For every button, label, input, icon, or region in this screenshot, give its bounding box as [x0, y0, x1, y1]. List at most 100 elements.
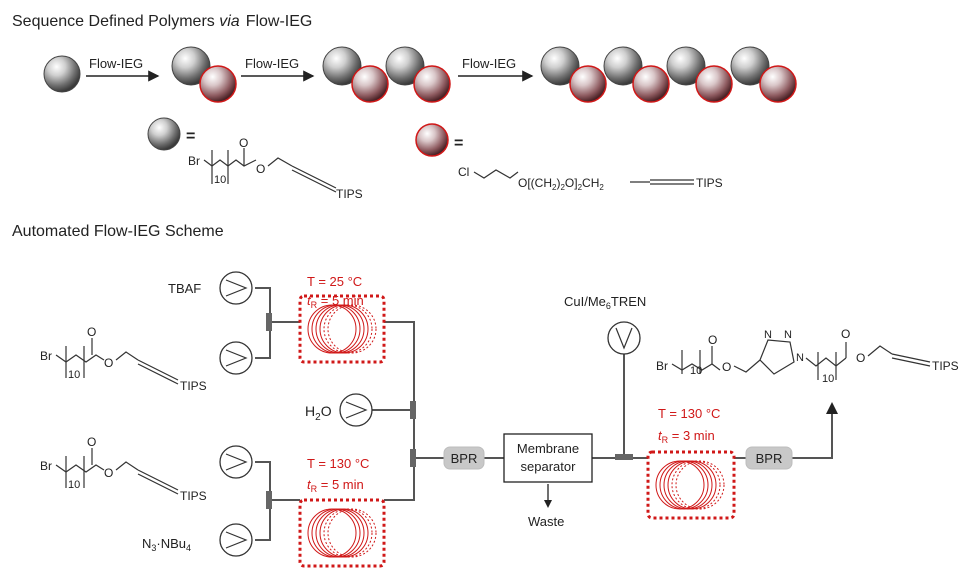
gray-bead: [43, 55, 81, 93]
reactor-coil: [307, 508, 377, 558]
reactor-coil: [307, 304, 377, 354]
peg-formula: O[(CH2)2O]2CH2: [518, 176, 604, 192]
alkyl-chain: [55, 354, 105, 363]
alkyne-bond: [891, 353, 931, 363]
membrane-label-line2: separator: [521, 459, 577, 474]
red-bead: [415, 123, 449, 157]
tbaf-label: TBAF: [168, 281, 201, 296]
bead-sequence-row: Flow-IEG Flow-IEG Flow-IEG: [43, 46, 797, 103]
alkyne-bond: [137, 359, 179, 381]
alkyne-bond: [137, 473, 179, 495]
reactor-frame: [298, 294, 386, 364]
waste-arrow-head: [544, 500, 552, 508]
repeat-count: 10: [68, 479, 80, 491]
reactor2-temperature: T = 130 °C: [307, 456, 369, 471]
bromine-label: Br: [656, 359, 668, 373]
bpr-label: BPR: [451, 451, 478, 466]
monomer1-line: [255, 322, 271, 359]
outlet-arrow-head: [826, 402, 838, 414]
equals-sign: =: [186, 128, 195, 145]
pump-monomer2: [219, 445, 253, 479]
monomer-structure-1: Br 10 O O TIPS: [40, 325, 207, 393]
red-bead: [351, 65, 389, 103]
triazole-nitrogen: N: [796, 352, 804, 364]
gray-bead: [540, 46, 580, 86]
waste-label: Waste: [528, 514, 564, 529]
ester-oxygen: O: [104, 466, 113, 480]
legend-gray-monomer: = Br 10 O O TIPS: [147, 117, 363, 201]
alkyl-chain: [805, 357, 847, 367]
repeat-count: 10: [68, 369, 80, 381]
alkyl-chain: [671, 363, 721, 371]
ester-oxygen: O: [104, 356, 113, 370]
gray-bead: [603, 46, 643, 86]
carbonyl-oxygen: O: [841, 327, 850, 341]
t-junction: [410, 449, 416, 467]
pump-tbaf: [219, 271, 253, 305]
tips-label: TIPS: [696, 176, 723, 190]
reactor-frame: [646, 450, 736, 520]
pump-copper: [607, 321, 641, 355]
carbonyl-oxygen: O: [87, 325, 96, 339]
red-bead: [569, 65, 607, 103]
tips-label: TIPS: [180, 489, 207, 503]
red-bead: [199, 65, 237, 103]
ester-oxygen: O: [722, 360, 731, 374]
triazole-ring: [759, 339, 795, 375]
triazole-nitrogen: N: [784, 329, 792, 341]
carbonyl-oxygen: O: [87, 435, 96, 449]
tbaf-line: [255, 287, 271, 322]
carbonyl-oxygen: O: [239, 136, 248, 150]
ester-oxygen: O: [256, 162, 265, 176]
pump-azide: [219, 523, 253, 557]
reactor-2: [298, 498, 386, 568]
ethylene-chain: [473, 169, 519, 179]
alkyne-bond: [291, 165, 337, 189]
pump-water: [339, 393, 373, 427]
linker-chain: [733, 359, 761, 373]
ester-oxygen: O: [856, 351, 865, 365]
water-label: H2O: [305, 403, 332, 423]
red-bead: [759, 65, 797, 103]
reactor2-out-line: [384, 458, 415, 501]
red-bead: [413, 65, 451, 103]
product-structure: Br 10 O O N N N 10 O O TIPS: [656, 327, 959, 385]
reactor1-residence-time: tR = 5 min: [307, 293, 364, 310]
pump-monomer1: [219, 341, 253, 375]
triazole-nitrogen: N: [764, 329, 772, 341]
copper-catalyst-label: CuI/Me6TREN: [564, 294, 646, 311]
linker-chain: [267, 157, 293, 167]
tips-label: TIPS: [932, 359, 959, 373]
bpr-label: BPR: [756, 451, 783, 466]
alkyne-bond: [137, 363, 179, 385]
reactor1-out-line: [384, 321, 415, 458]
t-junction: [266, 313, 272, 331]
reactor-3: [646, 450, 736, 520]
bpr-1: BPR: [443, 446, 485, 470]
gray-bead: [147, 117, 181, 151]
bromine-label: Br: [40, 459, 52, 473]
linker-chain: [115, 351, 139, 361]
bromine-label: Br: [188, 154, 200, 168]
t-junction: [410, 401, 416, 419]
bromine-label: Br: [40, 349, 52, 363]
arrow-label: Flow-IEG: [245, 56, 299, 71]
equals-sign: =: [454, 135, 463, 152]
t-junction: [615, 454, 633, 460]
reactor3-residence-time: tR = 3 min: [658, 428, 715, 445]
chlorine-label: Cl: [458, 165, 469, 179]
legend-red-monomer: = Cl O[(CH2)2O]2CH2 TIPS: [415, 123, 723, 192]
azide-line: [255, 500, 271, 541]
repeat-count: 10: [690, 365, 702, 377]
reactor3-temperature: T = 130 °C: [658, 406, 720, 421]
monomer-structure-2: Br 10 O O TIPS: [40, 435, 207, 503]
gray-bead: [666, 46, 706, 86]
tips-label: TIPS: [180, 379, 207, 393]
tips-label: TIPS: [336, 187, 363, 201]
membrane-separator: Membrane separator: [503, 433, 593, 483]
arrow-label: Flow-IEG: [462, 56, 516, 71]
repeat-count: 10: [214, 174, 226, 186]
pumps: [219, 271, 641, 557]
